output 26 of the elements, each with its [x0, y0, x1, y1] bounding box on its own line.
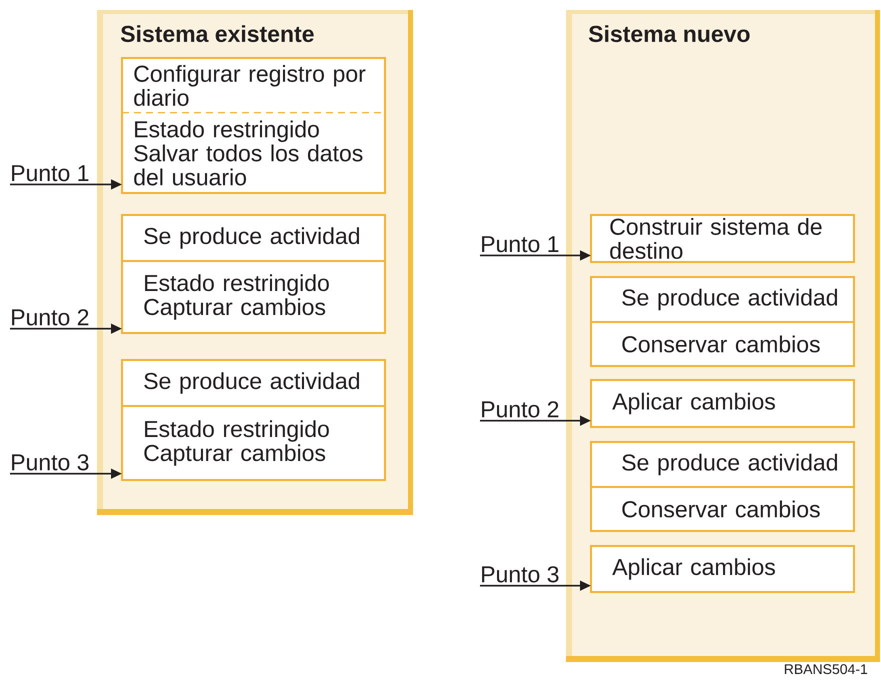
point-label: Punto 1	[482, 236, 558, 252]
process-box: Construir sistema de destino	[590, 214, 855, 263]
process-box: Estado restringido Capturar cambios	[121, 405, 386, 481]
point-label: Punto 3	[12, 454, 88, 470]
process-box: Estado restringido Capturar cambios	[121, 260, 386, 334]
process-box: Se produce actividad	[121, 359, 386, 407]
process-box: Aplicar cambios	[590, 379, 855, 428]
node-label: Conservar cambios	[622, 336, 820, 352]
process-box: Conservar cambios	[590, 321, 855, 367]
node-label: Conservar cambios	[622, 500, 820, 518]
process-box: Se produce actividad	[590, 441, 855, 488]
node-label: Estado restringido Salvar todos los datos del usuario	[134, 120, 362, 186]
point-label: Punto 2	[12, 309, 88, 326]
node-label: Estado restringido Capturar cambios	[144, 274, 329, 320]
point-label: Punto 3	[482, 566, 558, 582]
point-label: Punto 1	[12, 165, 88, 182]
process-box: Estado restringido Salvar todos los datos del usuario	[121, 112, 386, 194]
process-box: Se produce actividad	[121, 214, 386, 262]
process-box: Configurar registro por diario	[121, 57, 386, 114]
process-box: Conservar cambios	[590, 486, 855, 532]
node-label: Configurar registro por diario	[134, 65, 366, 106]
figure-id: RBANS504-1	[784, 664, 868, 674]
process-box: Aplicar cambios	[590, 545, 855, 593]
node-label: Estado restringido Capturar cambios	[144, 420, 329, 466]
point-label: Punto 2	[482, 401, 558, 418]
process-box: Se produce actividad	[590, 276, 855, 323]
